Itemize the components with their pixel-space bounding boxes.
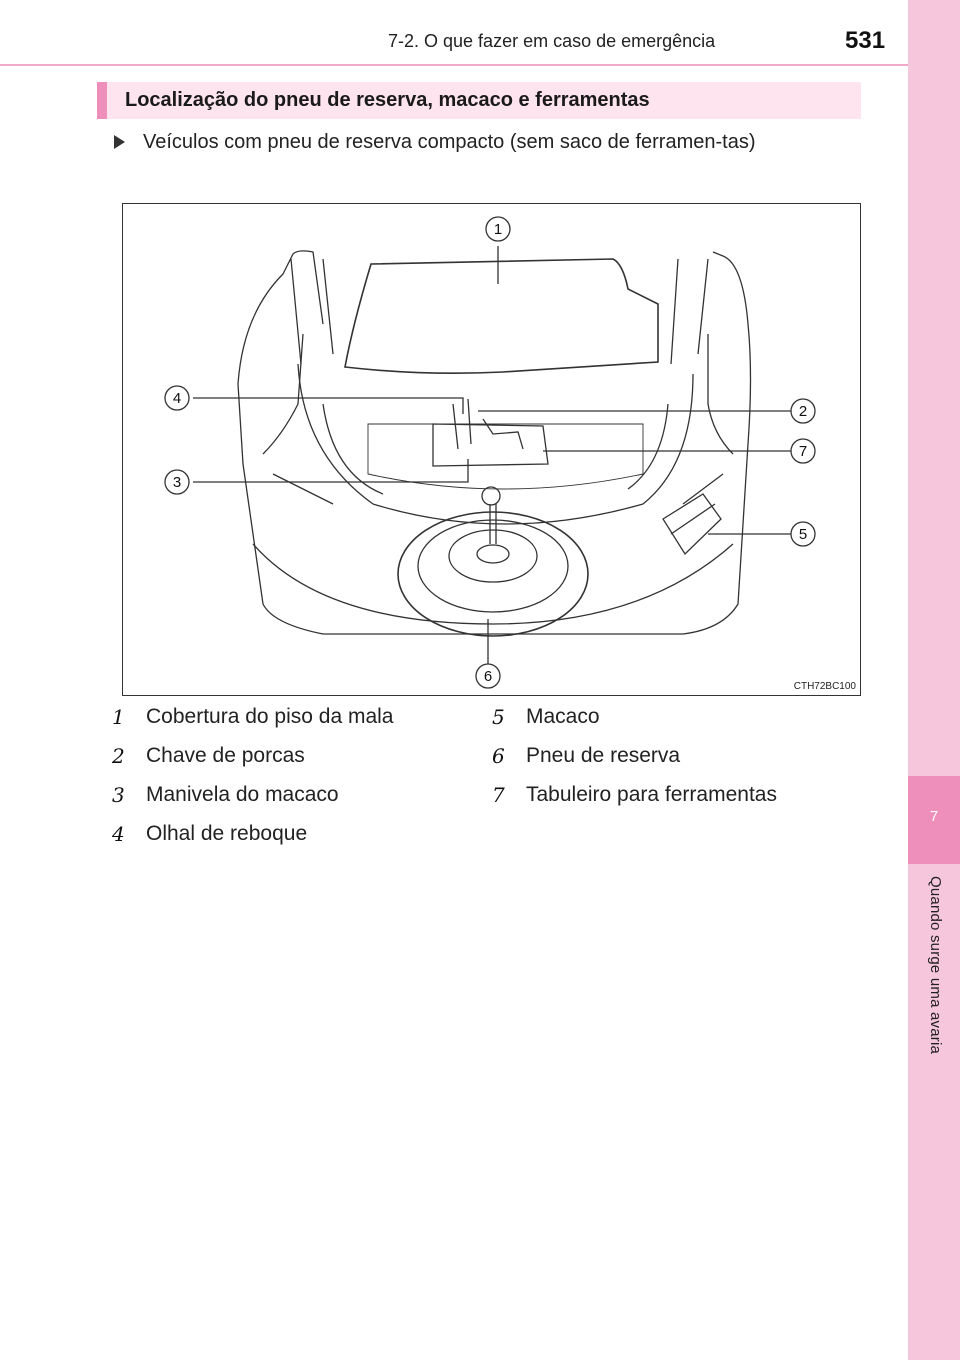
legend-text: Tabuleiro para ferramentas bbox=[526, 783, 777, 806]
legend-text: Pneu de reserva bbox=[526, 744, 681, 767]
side-tab-chapter-number: 7 bbox=[929, 808, 939, 825]
side-tab bbox=[908, 0, 960, 1360]
legend-text: Cobertura do piso da mala bbox=[146, 705, 394, 728]
legend-number: 3 bbox=[112, 783, 125, 807]
callout-2-circle bbox=[790, 398, 816, 424]
legend-text: Manivela do macaco bbox=[146, 783, 339, 806]
trunk-illustration: 1 2 3 4 5 6 7 CTH72BC100 bbox=[122, 203, 861, 696]
side-tab-chapter-title: Quando surge uma avaria bbox=[927, 876, 944, 1055]
callout-5-circle bbox=[790, 521, 816, 547]
chapter-title: 7-2. O que fazer em caso de emergência bbox=[388, 31, 716, 51]
callout-1-label: 1 bbox=[494, 221, 502, 238]
legend-text: Macaco bbox=[526, 705, 600, 728]
legend-text: Olhal de reboque bbox=[146, 822, 308, 845]
header-rule bbox=[0, 64, 908, 66]
callout-1-circle bbox=[485, 216, 511, 242]
figure-code: CTH72BC100 bbox=[793, 681, 856, 692]
section-heading-bar: Localização do pneu de reserva, macaco e… bbox=[97, 82, 861, 119]
callout-4-circle bbox=[164, 385, 190, 411]
side-tab-active-chapter[interactable] bbox=[908, 776, 960, 864]
legend-text: Chave de porcas bbox=[146, 744, 305, 767]
callout-4-label: 4 bbox=[173, 390, 181, 407]
callout-6-circle bbox=[475, 663, 501, 689]
callout-3-circle bbox=[164, 469, 190, 495]
callout-3-label: 3 bbox=[173, 474, 181, 491]
section-title: Localização do pneu de reserva, macaco e… bbox=[125, 89, 650, 111]
vehicle-note: Veículos com pneu de reserva compacto (s… bbox=[143, 131, 756, 153]
trunk-drawing: 1 2 3 4 5 6 7 bbox=[164, 216, 816, 689]
legend-number: 7 bbox=[492, 783, 505, 807]
callout-6-label: 6 bbox=[484, 668, 492, 685]
bullet-triangle-icon bbox=[114, 135, 125, 149]
callout-5-label: 5 bbox=[799, 526, 807, 543]
callout-2-label: 2 bbox=[799, 403, 807, 420]
callout-7-label: 7 bbox=[799, 443, 807, 460]
page-number: 531 bbox=[845, 27, 886, 54]
legend-number: 2 bbox=[112, 744, 125, 768]
legend-number: 6 bbox=[492, 744, 505, 768]
legend-number: 4 bbox=[112, 822, 125, 846]
legend-number: 5 bbox=[492, 705, 505, 729]
callout-7-circle bbox=[790, 438, 816, 464]
legend-number: 1 bbox=[112, 705, 125, 729]
